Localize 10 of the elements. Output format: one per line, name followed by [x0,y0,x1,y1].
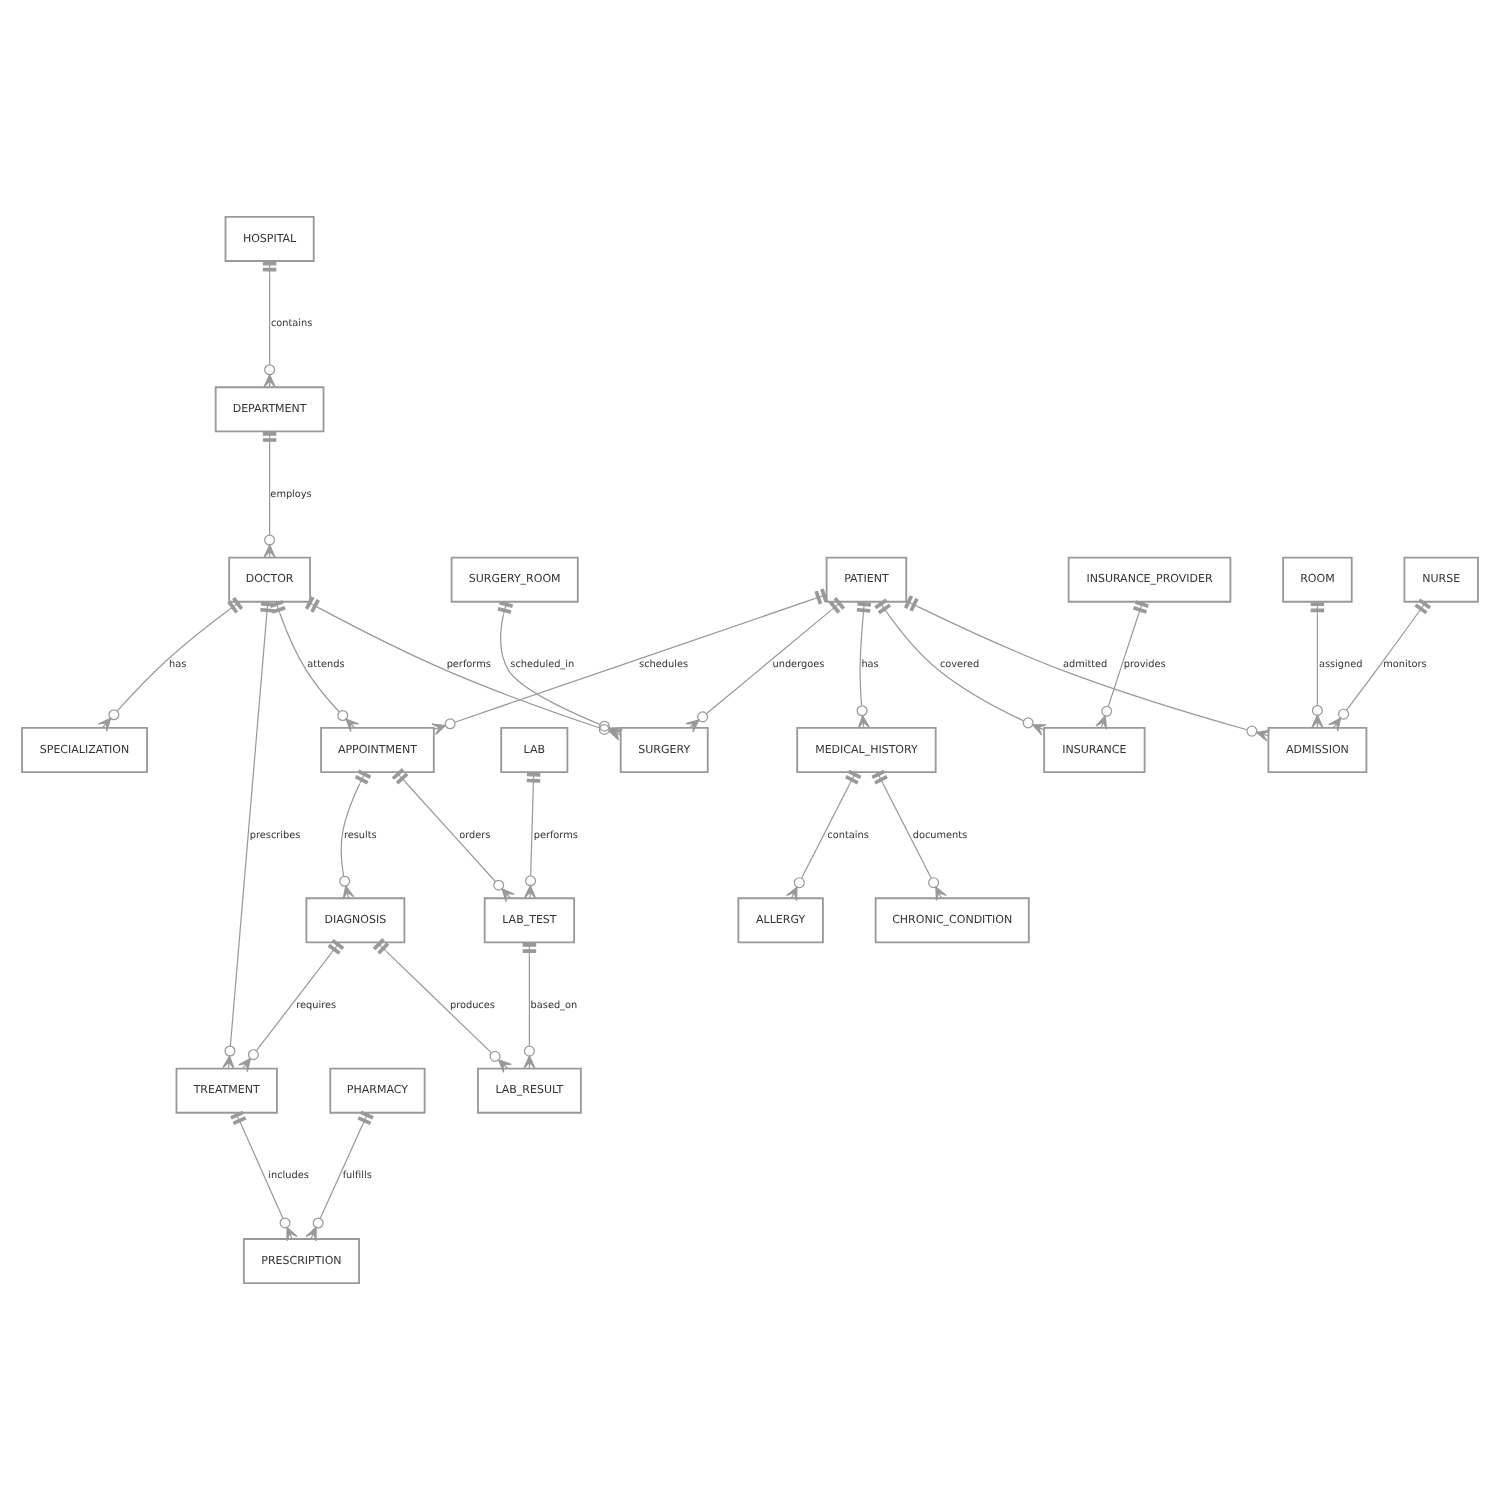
connector [856,601,871,729]
connector [871,769,947,902]
connector [903,595,1271,742]
connector [97,596,244,732]
connector [1095,600,1149,730]
connector [372,938,512,1073]
connector [785,769,862,902]
connector [685,597,846,733]
connector [1328,598,1432,732]
connector [874,598,1047,736]
